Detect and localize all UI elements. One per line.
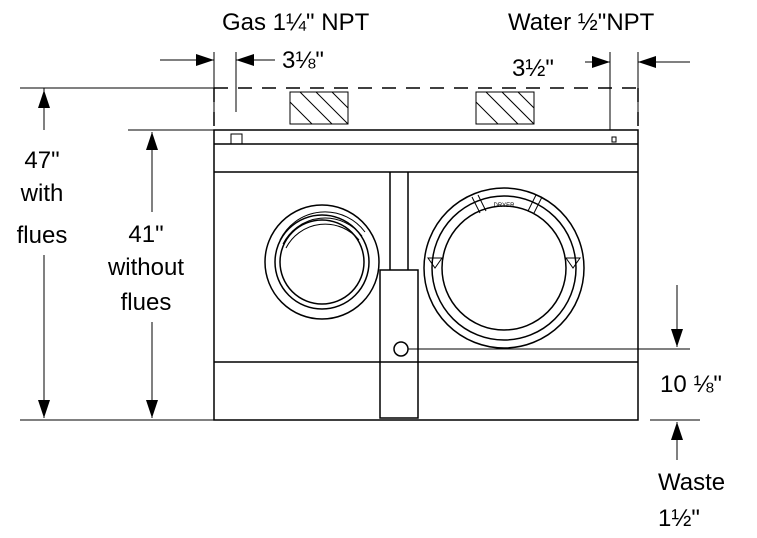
water-connection-stub	[611, 136, 617, 143]
height-with-flues-line2: flues	[17, 222, 68, 249]
flue-vent-left	[289, 91, 349, 125]
height-without-flues-dimension	[128, 129, 214, 418]
gas-label: Gas 1¼" NPT	[222, 9, 370, 36]
right-door: DRYER	[423, 187, 585, 349]
height-with-flues-value: 47"	[24, 147, 59, 174]
gas-offset-dimension	[160, 52, 275, 112]
left-latch-icon	[427, 257, 443, 269]
center-pipe	[379, 172, 690, 419]
dryer-panel-label: DRYER	[494, 203, 516, 209]
gas-offset-label: 3⅛"	[282, 47, 324, 74]
water-offset-label: 3½"	[512, 55, 554, 82]
flue-outline	[213, 87, 639, 130]
waste-outlet	[393, 341, 409, 357]
waste-size-label: 1½"	[658, 505, 700, 532]
gas-connection-stub	[230, 133, 243, 145]
left-door	[264, 204, 380, 320]
appliance-body	[213, 129, 639, 421]
waste-label: Waste	[658, 469, 725, 496]
waste-height-label: 10 ⅛"	[660, 371, 722, 398]
flue-vent-right	[475, 91, 535, 125]
height-with-flues-line1: with	[20, 180, 64, 207]
water-label: Water ½"NPT	[508, 9, 655, 36]
height-without-flues-line1: without	[107, 254, 184, 281]
waste-height-dimension	[650, 285, 700, 460]
door-hinge-right	[527, 194, 543, 214]
height-without-flues-line2: flues	[121, 289, 172, 316]
right-latch-icon	[565, 257, 581, 269]
door-hinge-left	[471, 194, 487, 214]
height-with-flues-dimension	[20, 87, 214, 421]
height-without-flues-value: 41"	[128, 221, 163, 248]
